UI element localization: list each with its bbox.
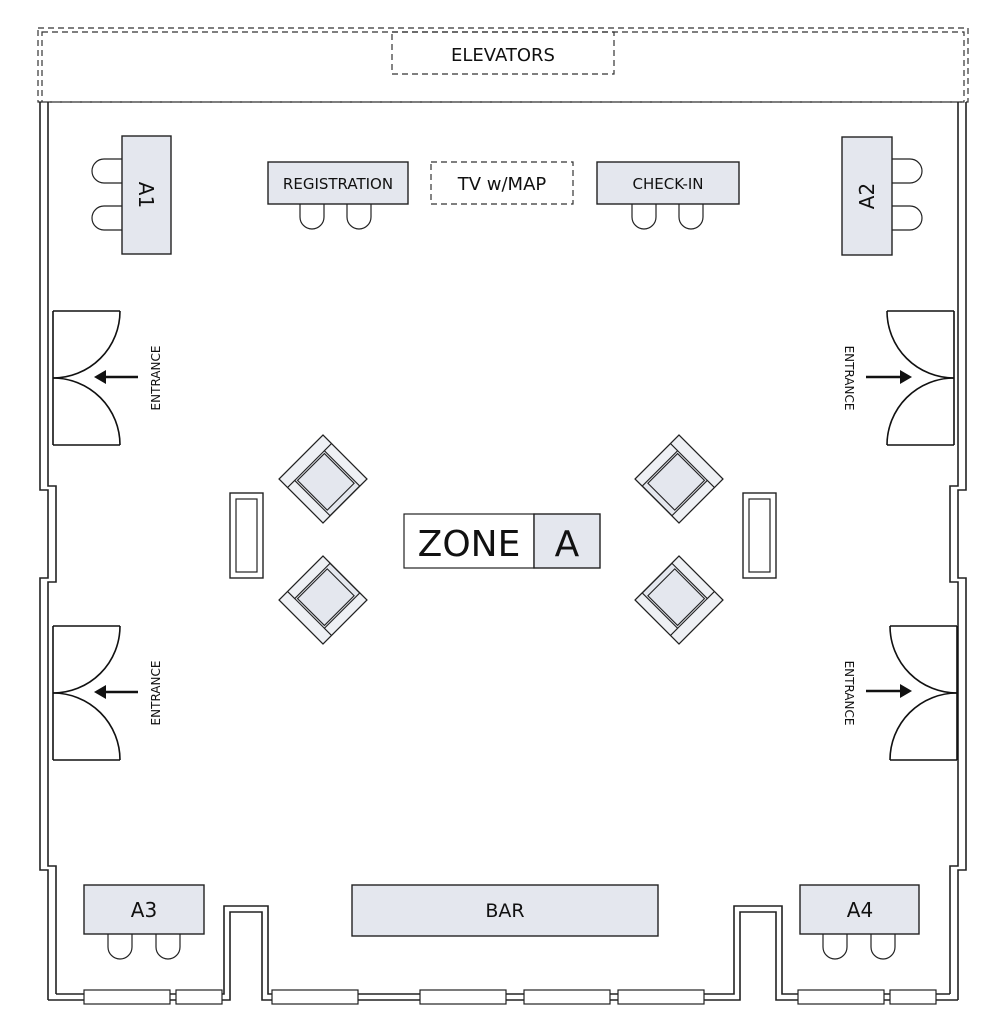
table-a3: A3 xyxy=(83,884,205,960)
zone-sign: ZONE A xyxy=(403,513,601,569)
arrow-right-icon xyxy=(900,370,912,384)
arrow-left-icon xyxy=(94,685,106,699)
armchair-top-left xyxy=(278,434,368,524)
arrow-right-icon xyxy=(900,684,912,698)
registration-label: REGISTRATION xyxy=(283,175,393,193)
entrance-right-upper: ENTRANCE xyxy=(842,310,955,446)
armchair-bottom-left xyxy=(278,555,368,645)
a2-label: A2 xyxy=(855,183,879,209)
left-bench xyxy=(229,492,264,579)
check-in-label: CHECK-IN xyxy=(632,175,703,193)
a1-label: A1 xyxy=(134,182,158,208)
right-bench xyxy=(742,492,777,579)
armchair-top-right xyxy=(634,434,724,524)
armchair-bottom-right xyxy=(634,555,724,645)
entrance-label: ENTRANCE xyxy=(149,661,163,726)
entrance-left-lower: ENTRANCE xyxy=(52,625,163,761)
check-in-desk: CHECK-IN xyxy=(596,161,740,230)
entrance-label: ENTRANCE xyxy=(842,661,856,726)
a4-label: A4 xyxy=(847,898,873,922)
tv-map-label: TV w/MAP xyxy=(457,174,547,195)
bar-counter: BAR xyxy=(351,884,659,937)
bar-label: BAR xyxy=(485,900,524,922)
entrance-label: ENTRANCE xyxy=(149,346,163,411)
elevators-label: ELEVATORS xyxy=(451,45,555,66)
entrance-label: ENTRANCE xyxy=(842,346,856,411)
registration-desk: REGISTRATION xyxy=(267,161,409,230)
elevators-area: ELEVATORS xyxy=(391,31,615,75)
arrow-left-icon xyxy=(94,370,106,384)
a3-label: A3 xyxy=(131,898,157,922)
entrance-left-upper: ENTRANCE xyxy=(52,310,163,446)
zone-letter: A xyxy=(555,524,580,565)
table-a4: A4 xyxy=(799,884,920,960)
table-a2: A2 xyxy=(841,136,923,256)
tv-map: TV w/MAP xyxy=(430,161,574,205)
bottom-windows xyxy=(83,989,937,1005)
entrance-right-lower: ENTRANCE xyxy=(842,625,958,761)
table-a1: A1 xyxy=(91,135,172,255)
zone-word: ZONE xyxy=(418,524,521,565)
